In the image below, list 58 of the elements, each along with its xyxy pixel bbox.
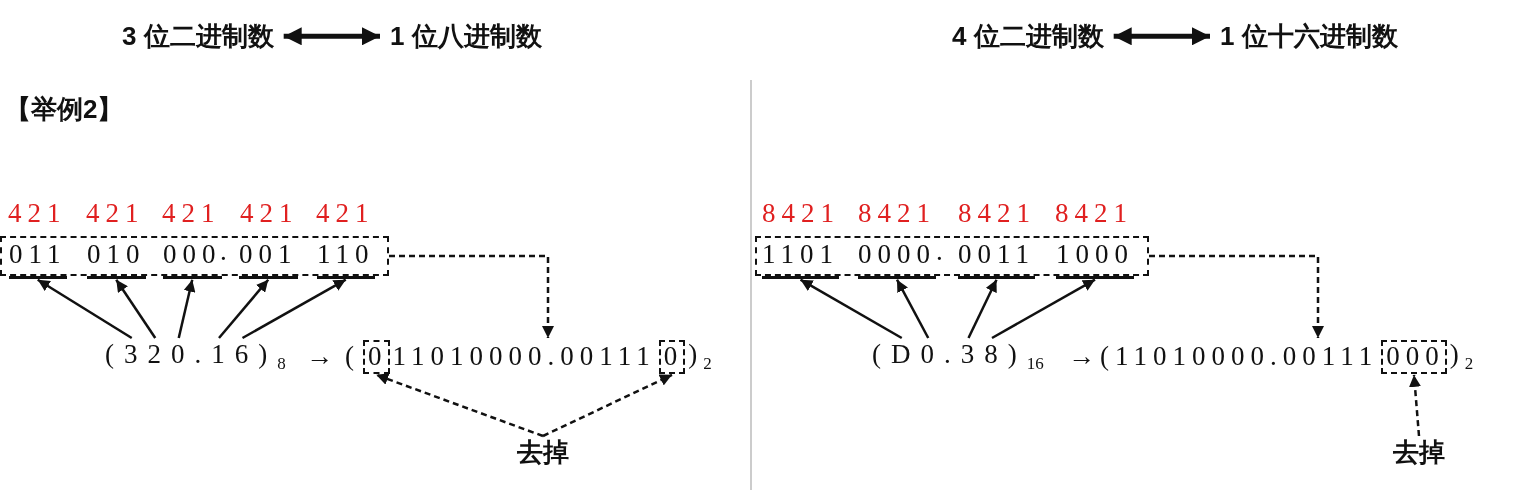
bit-group: 0011	[958, 238, 1035, 279]
bit-group: 110	[317, 238, 375, 279]
heading-text: 4 位二进制数	[952, 22, 1104, 51]
decimal-point: .	[220, 236, 227, 267]
arrow	[241, 278, 347, 340]
dashed-digit-box: 000	[1381, 340, 1447, 374]
bit-weight: 8421	[1055, 198, 1133, 229]
arrow	[37, 278, 133, 340]
dashed-arrow	[389, 254, 554, 338]
example-label: 【举例2】	[5, 93, 124, 126]
heading-text: 1 位十六进制数	[1220, 22, 1398, 51]
number-expression: (320.16)$_{8}$	[105, 340, 286, 375]
arrow	[1113, 27, 1210, 46]
bit-group: 011	[9, 238, 67, 279]
bit-weight: 8421	[762, 198, 840, 229]
bit-weight: 421	[86, 198, 145, 229]
dashed-group-box	[0, 236, 389, 276]
bit-group: 0000	[858, 238, 936, 279]
number-expression: 11010000.00111	[392, 342, 656, 372]
bit-weight: 8421	[858, 198, 936, 229]
bit-group: 001	[239, 238, 298, 279]
bit-weight: 421	[240, 198, 299, 229]
heading-text: 1 位八进制数	[390, 22, 542, 51]
arrow	[895, 279, 930, 339]
dashed-group-box	[755, 236, 1149, 276]
decimal-point: .	[936, 236, 943, 267]
number-expression: 11010000.00111	[1115, 342, 1379, 372]
dashed-arrow	[1409, 374, 1421, 437]
dashed-digit-box: 0	[658, 340, 686, 374]
bit-weight: 421	[8, 198, 67, 229]
arrow	[799, 278, 903, 340]
heading-text: 3 位二进制数	[122, 22, 274, 51]
bit-weight: 421	[316, 198, 375, 229]
dashed-arrow	[1149, 254, 1324, 338]
number-expression: )$_{2}$	[1449, 340, 1474, 375]
dashed-arrow	[542, 373, 673, 438]
number-expression: )$_{2}$	[688, 340, 712, 375]
bit-group: 1101	[762, 238, 839, 279]
remove-note: 去掉	[517, 438, 569, 467]
number-expression: (	[345, 342, 360, 372]
arrow	[991, 278, 1096, 340]
arrow	[177, 279, 196, 339]
remove-note: 去掉	[1393, 438, 1445, 467]
dashed-digit-box: 0	[363, 340, 390, 374]
arrow	[115, 279, 157, 339]
bit-group: 010	[87, 238, 146, 279]
arrow-symbol: →	[1068, 341, 1095, 372]
arrow	[967, 279, 998, 339]
number-expression: (	[1100, 342, 1115, 372]
bit-weight: 8421	[958, 198, 1036, 229]
dashed-arrow	[375, 373, 544, 438]
arrow-symbol: →	[306, 341, 333, 372]
arrow	[218, 278, 270, 339]
number-expression: (D0.38)$_{16}$	[872, 340, 1044, 375]
bit-weight: 421	[162, 198, 221, 229]
bit-group: 000	[163, 238, 222, 279]
bit-group: 1000	[1056, 238, 1134, 279]
arrow	[283, 27, 380, 46]
